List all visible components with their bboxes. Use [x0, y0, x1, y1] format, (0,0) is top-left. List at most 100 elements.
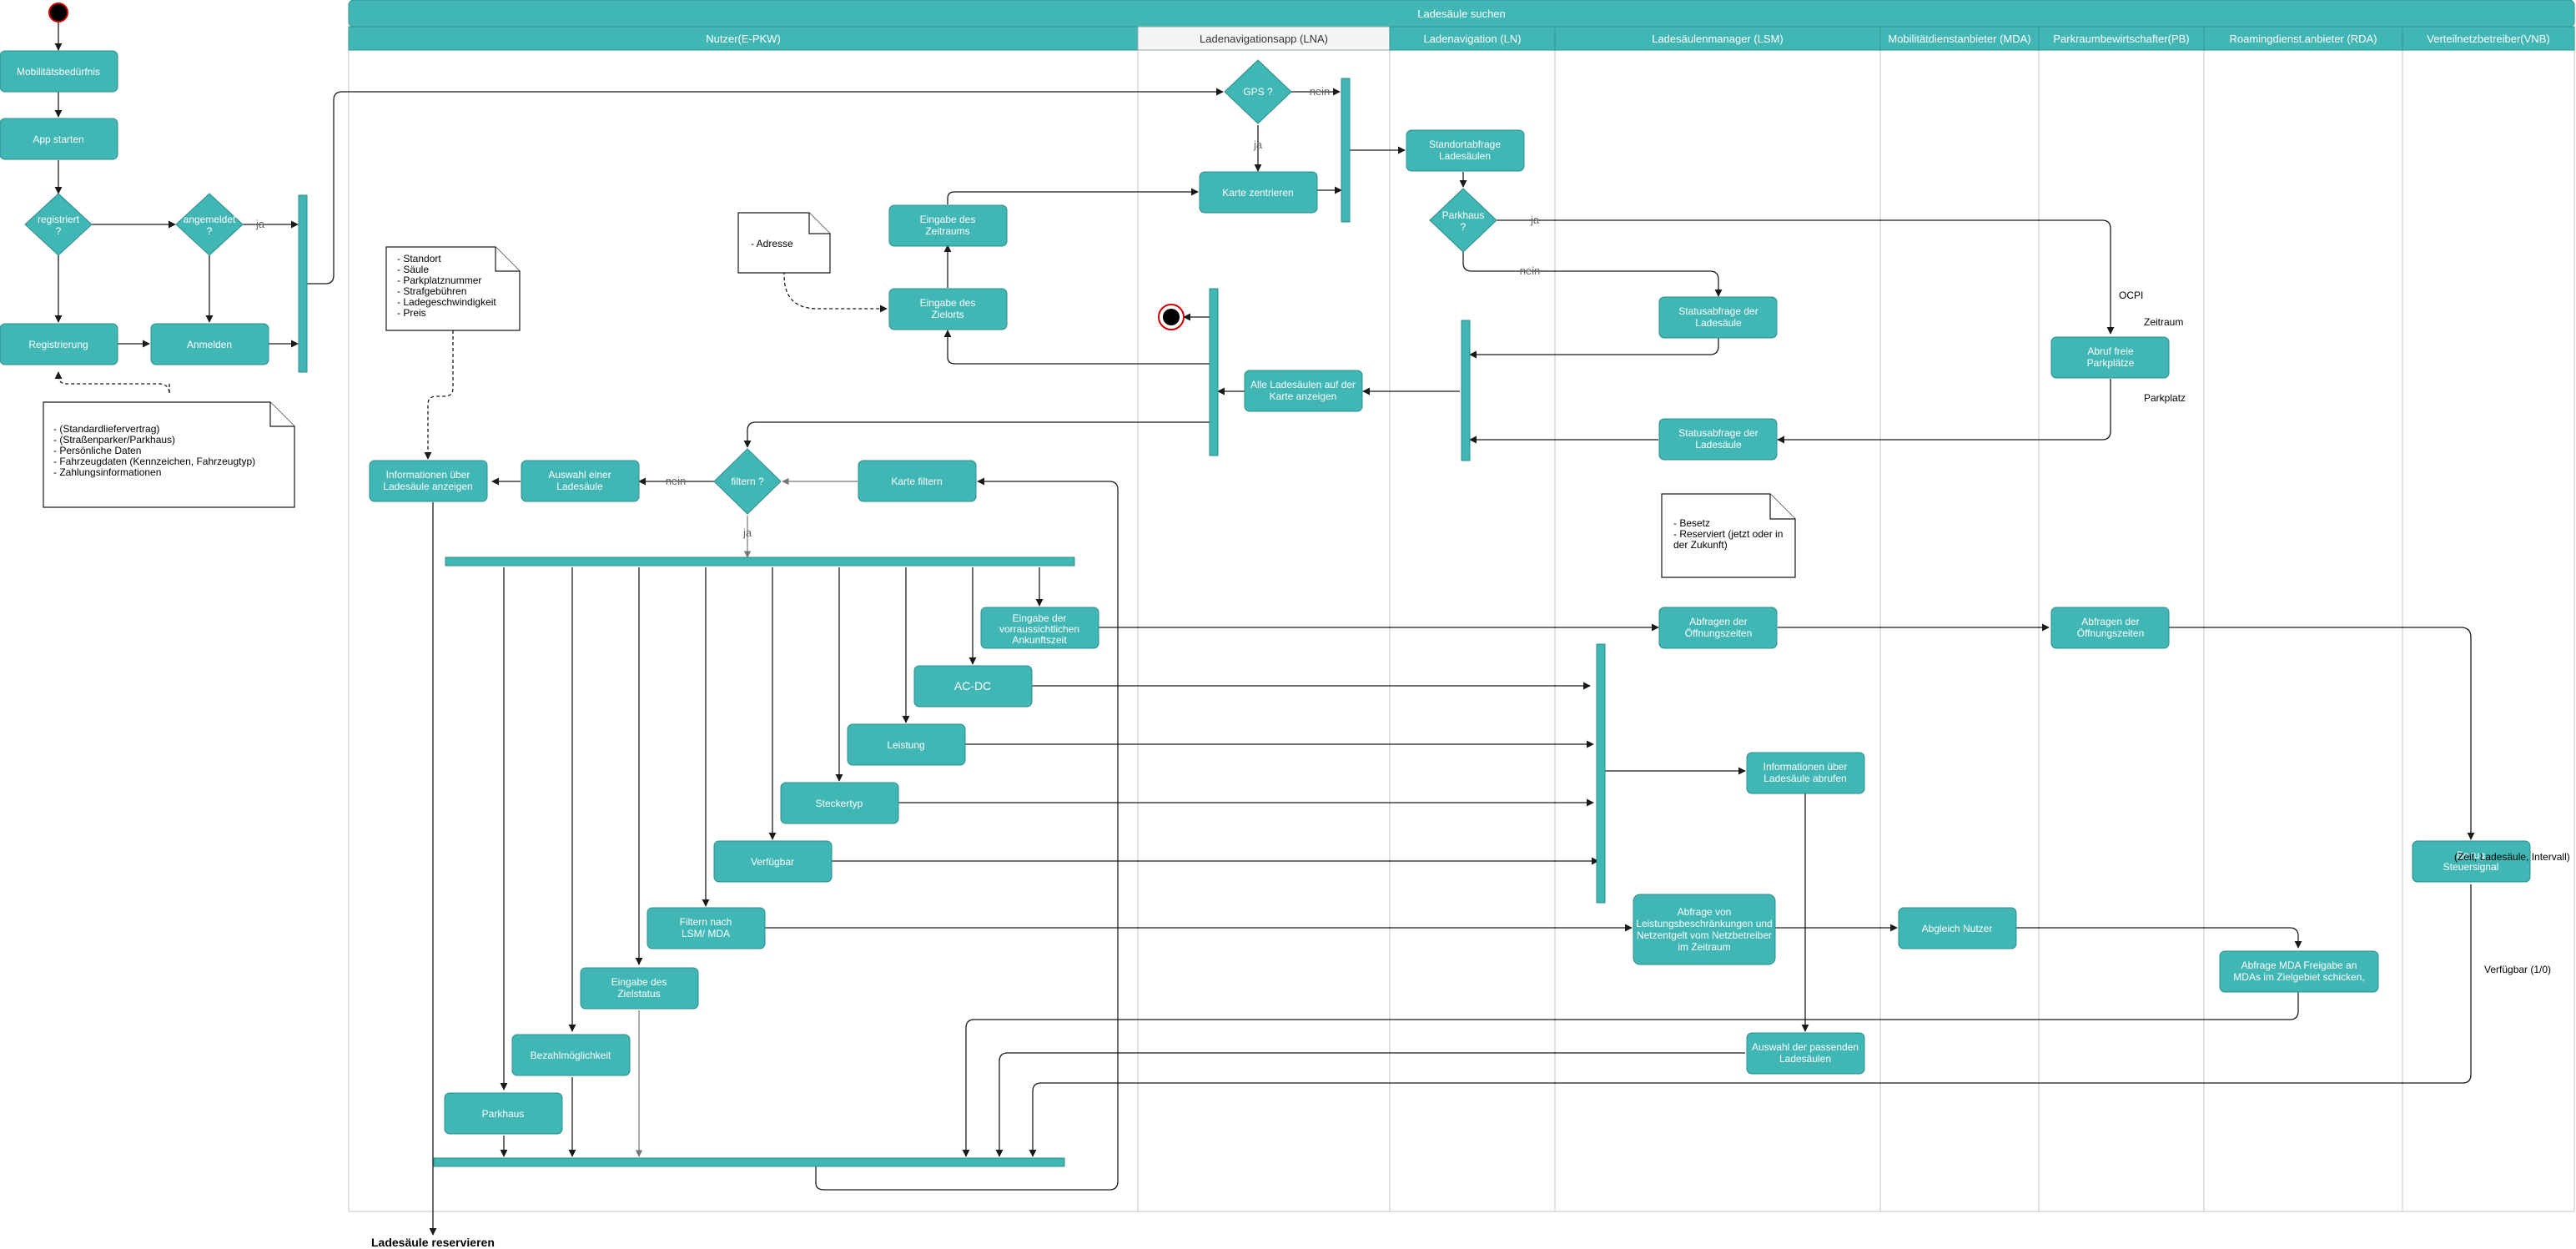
svg-text:Eingabe des: Eingabe des — [920, 214, 976, 225]
node-registrierung[interactable]: Registrierung — [0, 323, 118, 365]
svg-text:Parkplätze: Parkplätze — [2087, 357, 2135, 369]
fork-bar-login — [298, 194, 308, 373]
edges — [54, 22, 2475, 1236]
svg-text:Eingabe des: Eingabe des — [611, 976, 667, 988]
svg-text:Standortabfrage: Standortabfrage — [1429, 138, 1501, 150]
decision-parkhaus[interactable]: Parkhaus ? — [1429, 188, 1497, 253]
node-filtern-lsm[interactable]: Filtern nach LSM/ MDA — [647, 907, 766, 949]
node-leistung[interactable]: Leistung — [847, 723, 966, 766]
svg-text:Informationen über: Informationen über — [386, 469, 470, 481]
svg-text:Ladesäule anzeigen: Ladesäule anzeigen — [383, 481, 472, 492]
start-node — [48, 3, 68, 23]
swimlane-pool: Ladesäule suchen Nutzer(E-PKW) Ladenavig… — [348, 0, 2575, 1212]
join-bar-filter — [433, 1157, 1065, 1167]
svg-text:vorraussichtlichen: vorraussichtlichen — [999, 623, 1079, 635]
join-bar-ln — [1461, 320, 1471, 461]
label-ladesaeule-reservieren: Ladesäule reservieren — [371, 1236, 495, 1249]
edge-labels: ja nein ja ja nein nein ja — [255, 85, 1540, 539]
svg-text:- Strafgebühren: - Strafgebühren — [397, 285, 466, 297]
svg-text:Auswahl der passenden: Auswahl der passenden — [1752, 1041, 1859, 1053]
lane-title-nutzer: Nutzer(E-PKW) — [706, 33, 781, 45]
svg-text:Ladesäulen: Ladesäulen — [1439, 150, 1491, 162]
decision-filtern[interactable]: filtern ? — [713, 448, 782, 515]
node-info-abrufen[interactable]: Informationen über Ladesäule abrufen — [1746, 752, 1865, 794]
svg-text:- Reserviert (jetzt oder in: - Reserviert (jetzt oder in — [1673, 528, 1783, 540]
svg-text:Bezug: Bezug — [2457, 849, 2485, 861]
node-eingabe-zeitraum[interactable]: Eingabe des Zeitraums — [888, 204, 1008, 247]
svg-text:Informationen über: Informationen über — [1763, 761, 1848, 773]
lane-header-ln — [1389, 26, 1556, 51]
node-mda-freigabe[interactable]: Abfrage MDA Freigabe an MDAs im Zielgebi… — [2219, 950, 2379, 993]
svg-text:Steckertyp: Steckertyp — [816, 798, 863, 809]
node-eingabe-zielort[interactable]: Eingabe des Zielorts — [888, 288, 1008, 330]
svg-text:- Ladegeschwindigkeit: - Ladegeschwindigkeit — [397, 296, 496, 308]
label-parkplatz: Parkplatz — [2144, 392, 2186, 404]
node-abgleich-nutzer[interactable]: Abgleich Nutzer — [1898, 907, 2017, 949]
node-oeffnung-pb[interactable]: Abfragen der Öffnungszeiten — [2050, 607, 2170, 649]
node-ac-dc[interactable]: AC-DC — [913, 665, 1033, 708]
svg-text:Karte filtern: Karte filtern — [891, 476, 942, 487]
node-auswahl-ladesaeule[interactable]: Auswahl einer Ladesäule — [521, 460, 640, 502]
svg-text:- (Standardliefervertrag): - (Standardliefervertrag) — [53, 423, 159, 435]
decision-registriert[interactable]: registriert ? — [24, 193, 93, 256]
decision-angemeldet[interactable]: angemeldet ? — [175, 193, 244, 256]
activities: Mobilitätsbedürfnis App starten Registri… — [0, 50, 2531, 1135]
svg-text:Ladesäule abrufen: Ladesäule abrufen — [1763, 773, 1846, 784]
decision-gps[interactable]: GPS ? — [1224, 59, 1292, 124]
node-auswahl-passend[interactable]: Auswahl der passenden Ladesäulen — [1746, 1032, 1865, 1075]
node-mobilitaet[interactable]: Mobilitätsbedürfnis — [0, 50, 118, 93]
svg-text:Parkhaus: Parkhaus — [482, 1108, 525, 1120]
node-zielstatus[interactable]: Eingabe des Zielstatus — [580, 967, 699, 1010]
svg-text:Abfragen der: Abfragen der — [2081, 616, 2139, 627]
node-oeffnung-lsm[interactable]: Abfragen der Öffnungszeiten — [1658, 607, 1778, 649]
note-status: - Besetz - Reserviert (jetzt oder in der… — [1661, 493, 1796, 578]
svg-text:App starten: App starten — [33, 133, 83, 145]
svg-text:Abfrage von: Abfrage von — [1678, 906, 1732, 918]
node-netzentgelt[interactable]: Abfrage von Leistungsbeschränkungen und … — [1633, 894, 1776, 965]
svg-text:- Zahlungsinformationen: - Zahlungsinformationen — [53, 466, 161, 478]
node-bezahlmoeglichkeit[interactable]: Bezahlmöglichkeit — [511, 1034, 631, 1076]
node-karte-filtern[interactable]: Karte filtern — [858, 460, 977, 502]
node-abruf-parkplaetze[interactable]: Abruf freie Parkplätze — [2050, 336, 2170, 379]
note-ladesaeule-info: - Standort - Säule - Parkplatznummer - S… — [385, 246, 521, 331]
svg-text:Registrierung: Registrierung — [28, 339, 88, 350]
svg-text:- Parkplatznummer: - Parkplatznummer — [397, 274, 481, 286]
svg-text:- Preis: - Preis — [397, 307, 426, 319]
svg-text:- Adresse: - Adresse — [751, 238, 793, 249]
svg-text:GPS ?: GPS ? — [1243, 86, 1273, 98]
svg-text:- (Straßenparker/Parkhaus): - (Straßenparker/Parkhaus) — [53, 434, 175, 446]
node-parkhaus[interactable]: Parkhaus — [444, 1092, 563, 1135]
svg-text:Zeitraums: Zeitraums — [925, 225, 969, 237]
svg-text:- Säule: - Säule — [397, 264, 429, 275]
node-info-ladesaeule[interactable]: Informationen über Ladesäule anzeigen — [369, 460, 488, 502]
svg-text:im Zeitraum: im Zeitraum — [1678, 941, 1730, 953]
note-registrierung-info: - (Standardliefervertrag) - (Straßenpark… — [43, 401, 295, 508]
node-anmelden[interactable]: Anmelden — [150, 323, 269, 365]
lane-title-pb: Parkraumbewirtschafter(PB) — [2053, 33, 2189, 45]
label-nein-gps: nein — [1310, 85, 1331, 98]
node-app-starten[interactable]: App starten — [0, 118, 118, 160]
node-alle-ladesaeulen[interactable]: Alle Ladesäulen auf der Karte anzeigen — [1244, 370, 1363, 412]
lane-mda — [1879, 26, 2040, 1212]
lane-title-rda: Roamingdienst.anbieter (RDA) — [2229, 33, 2377, 45]
svg-text:?: ? — [56, 225, 62, 237]
svg-text:Ladesäulen: Ladesäulen — [1779, 1053, 1831, 1065]
node-ankunftszeit[interactable]: Eingabe der vorraussichtlichen Ankunftsz… — [980, 607, 1099, 649]
svg-text:Bezahlmöglichkeit: Bezahlmöglichkeit — [531, 1050, 611, 1061]
svg-text:Zielorts: Zielorts — [931, 309, 963, 320]
label-ja-parkhaus: ja — [1530, 214, 1540, 226]
node-steuersignal[interactable]: Bezug Steuersignal — [2412, 840, 2531, 883]
lane-title-lsm: Ladesäulenmanager (LSM) — [1652, 33, 1784, 45]
node-steckertyp[interactable]: Steckertyp — [780, 782, 899, 824]
node-karte-zentrieren[interactable]: Karte zentrieren — [1199, 171, 1318, 214]
svg-text:Eingabe des: Eingabe des — [920, 297, 976, 309]
note-adresse: - Adresse — [737, 212, 831, 274]
svg-text:Ladesäule: Ladesäule — [1695, 439, 1742, 451]
svg-text:Leistung: Leistung — [887, 739, 924, 751]
node-verfuegbar[interactable]: Verfügbar — [713, 840, 833, 883]
svg-text:Leistungsbeschränkungen und: Leistungsbeschränkungen und — [1636, 918, 1772, 929]
node-standortabfrage[interactable]: Standortabfrage Ladesäulen — [1406, 129, 1525, 172]
svg-text:filtern ?: filtern ? — [731, 476, 764, 487]
node-statusabfrage-2[interactable]: Statusabfrage der Ladesäule — [1658, 418, 1778, 461]
node-statusabfrage-1[interactable]: Statusabfrage der Ladesäule — [1658, 296, 1778, 339]
